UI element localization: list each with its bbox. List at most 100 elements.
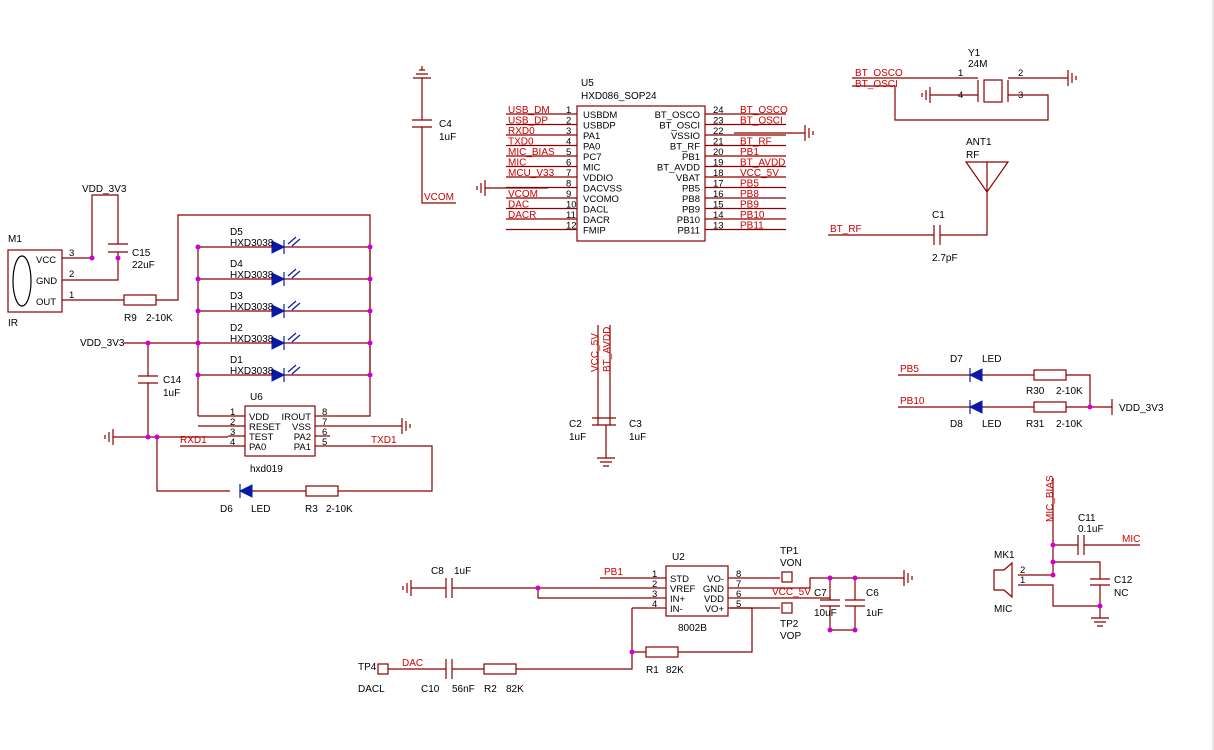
r31-value: 2-10K (1056, 419, 1083, 430)
c15-ref: C15 (132, 248, 151, 259)
junction-dot (629, 649, 635, 655)
tp2-pad (781, 602, 793, 614)
u2-pin-number: 6 (736, 589, 741, 600)
u5-pin-number: 7 (566, 168, 571, 179)
u6-pin-name: VSS (292, 422, 311, 433)
indicator-wires (898, 374, 1112, 408)
u2-right-wires (730, 577, 900, 609)
c3-ref: C3 (629, 419, 642, 430)
u5-pin-number: 6 (566, 158, 571, 169)
u5-pin-number: 11 (566, 210, 576, 221)
u2-pin-name: STD (670, 574, 689, 585)
d7-led-triangle (968, 368, 983, 382)
u2-ground-right-symbol (900, 570, 913, 586)
u5-pin-name: DACR (583, 215, 610, 226)
c2-ref: C2 (569, 419, 582, 430)
c4-ref: C4 (439, 119, 452, 130)
junction-dot (1050, 572, 1056, 578)
junction-dot (1050, 559, 1056, 565)
u6-pin-number: 6 (322, 427, 327, 438)
r2-body (483, 663, 517, 675)
y1-pin-2: 2 (1018, 68, 1023, 79)
tp2-value: VOP (780, 631, 801, 642)
u5-value: HXD086_SOP24 (581, 91, 657, 102)
m1-pin-vcc-name: VCC (36, 255, 56, 266)
u2-pin-number: 7 (736, 579, 741, 590)
junction-dot (145, 340, 151, 346)
d7-value: LED (982, 354, 1001, 365)
d7-ref: D7 (950, 354, 963, 365)
u5-pin-name: USBDP (583, 121, 616, 132)
u5-pin-name: MIC (583, 163, 601, 174)
m1-pin-3-num: 3 (69, 248, 74, 259)
r31-body (1033, 401, 1067, 413)
pb10-net-label: PB10 (900, 396, 925, 407)
u5-pin-number: 10 (566, 200, 577, 211)
c8-value: 1uF (454, 566, 471, 577)
c4-wires (412, 78, 456, 204)
ir-led-value: HXD3038 (230, 238, 274, 249)
r1-body (645, 646, 679, 658)
u5-net-label: DACR (508, 210, 536, 221)
r9-ref: R9 (124, 313, 137, 324)
c2-c3-wires (592, 325, 616, 458)
u5-net-label: MIC_BIAS (508, 147, 555, 158)
ir-led-triangle (271, 240, 286, 254)
u6-ground-left-symbol (104, 429, 120, 445)
y1-pin-4: 4 (958, 90, 963, 101)
c4-ground-symbol (413, 66, 431, 79)
c11-ref: C11 (1078, 513, 1096, 524)
u5-pin-name: FMIP (583, 226, 606, 237)
tp2-ref: TP2 (780, 619, 799, 630)
page-right-border (1212, 0, 1214, 750)
u2-pin-number: 5 (736, 599, 741, 610)
r3-ref: R3 (305, 504, 318, 515)
u5-pin-name: VSSIO (671, 131, 700, 142)
c7-value: 10uF (814, 608, 837, 619)
tp1-ref: TP1 (780, 546, 799, 557)
junction-dot (367, 372, 373, 378)
junction-dot (154, 434, 160, 440)
mk1-pin-2: 2 (1020, 565, 1025, 576)
ir-led-value: HXD3038 (230, 366, 274, 377)
u5-pin-name: VDDIO (583, 173, 613, 184)
m1-ref: M1 (8, 234, 22, 245)
c6-c7-wires (820, 578, 865, 631)
u5-pin-name: PB11 (677, 226, 700, 237)
junction-dot (195, 308, 201, 314)
u2-ref: U2 (672, 552, 685, 563)
c14-ref: C14 (163, 375, 182, 386)
u6-pin-number: 3 (230, 427, 235, 438)
d8-value: LED (982, 419, 1001, 430)
u5-net-label: PB8 (740, 189, 759, 200)
mic-bias-vert-label: MIC_BIAS (1045, 475, 1056, 522)
m1-ir-receiver: M1 VCC GND OUT 3 2 1 IR VDD_3V3 C15 22uF… (7, 184, 371, 375)
r2-value: 82K (506, 684, 524, 695)
junction-dot (145, 434, 151, 440)
led-array-bus-wires (197, 247, 371, 417)
r31-ref: R31 (1026, 419, 1045, 430)
u5-pin-number: 13 (713, 221, 724, 232)
y1-ref: Y1 (968, 48, 981, 59)
junction-dot (195, 372, 201, 378)
c4-value: 1uF (439, 132, 456, 143)
junction-dot (195, 276, 201, 282)
u5-pin-name: PB8 (682, 194, 700, 205)
ir-led-value: HXD3038 (230, 334, 274, 345)
u5-body (576, 105, 706, 242)
junction-dot (367, 244, 373, 250)
junction-dot (367, 276, 373, 282)
pb1-net-label: PB1 (604, 567, 623, 578)
u2-pin-name: IN+ (670, 594, 686, 605)
junction-dot (827, 627, 833, 633)
mk1-ground-symbol (1091, 617, 1109, 627)
vcc-5v-u2-label: VCC_5V (772, 587, 811, 598)
tp1-value: VON (780, 558, 802, 569)
u5-net-label: USB_DP (508, 116, 548, 127)
indicator-led-section: D7 LED D8 LED PB5 PB10 R30 2-10K R31 2-1… (898, 354, 1164, 430)
u5-net-label: PB11 (740, 221, 764, 232)
u5-pin8-ground-symbol (476, 180, 548, 196)
y1-body (983, 79, 1003, 103)
